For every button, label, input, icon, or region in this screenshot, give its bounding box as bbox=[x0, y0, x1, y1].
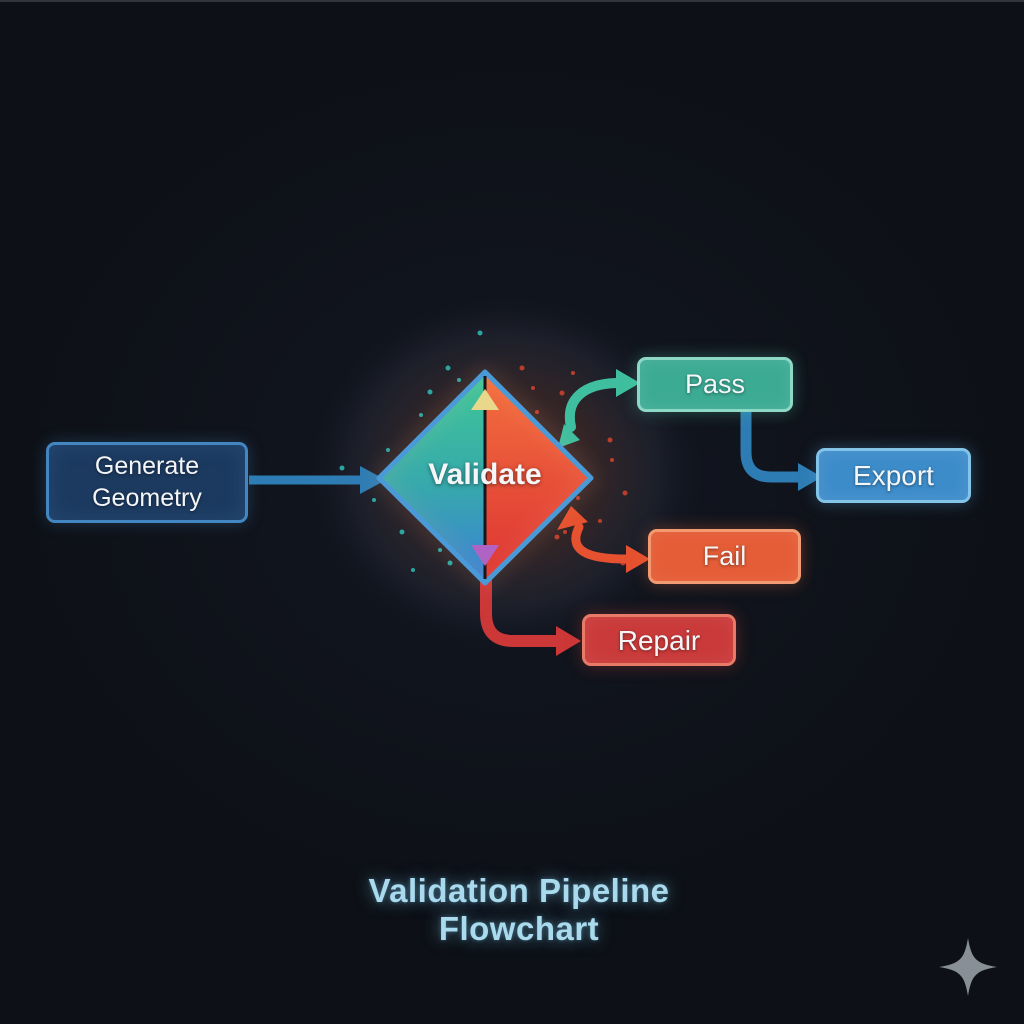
node-fail: Fail bbox=[648, 529, 801, 584]
top-edge-highlight bbox=[0, 0, 1024, 2]
node-label: Fail bbox=[702, 540, 747, 571]
up-arrow-icon bbox=[471, 389, 499, 410]
edge-validate-pass bbox=[558, 369, 640, 448]
node-export: Export bbox=[816, 448, 971, 503]
node-pass: Pass bbox=[637, 357, 793, 412]
node-generate-geometry: Generate Geometry bbox=[46, 442, 248, 523]
diagram-title: Validation Pipeline Flowchart bbox=[368, 872, 670, 947]
sparkle-icon bbox=[939, 938, 997, 996]
node-validate-diamond bbox=[376, 369, 594, 586]
node-label: Repair bbox=[617, 624, 701, 656]
node-label: Export bbox=[853, 460, 934, 491]
node-repair: Repair bbox=[582, 614, 736, 666]
edge-validate-fail bbox=[557, 506, 650, 573]
node-label: Generate Geometry bbox=[92, 452, 202, 512]
down-arrow-icon bbox=[471, 545, 499, 566]
edge-generate-validate bbox=[249, 466, 386, 494]
node-label: Pass bbox=[684, 368, 746, 399]
particle-dots bbox=[339, 330, 628, 572]
node-validate-label: Validate bbox=[428, 458, 542, 491]
edge-validate-repair bbox=[480, 570, 581, 656]
edge-pass-export bbox=[740, 406, 822, 491]
